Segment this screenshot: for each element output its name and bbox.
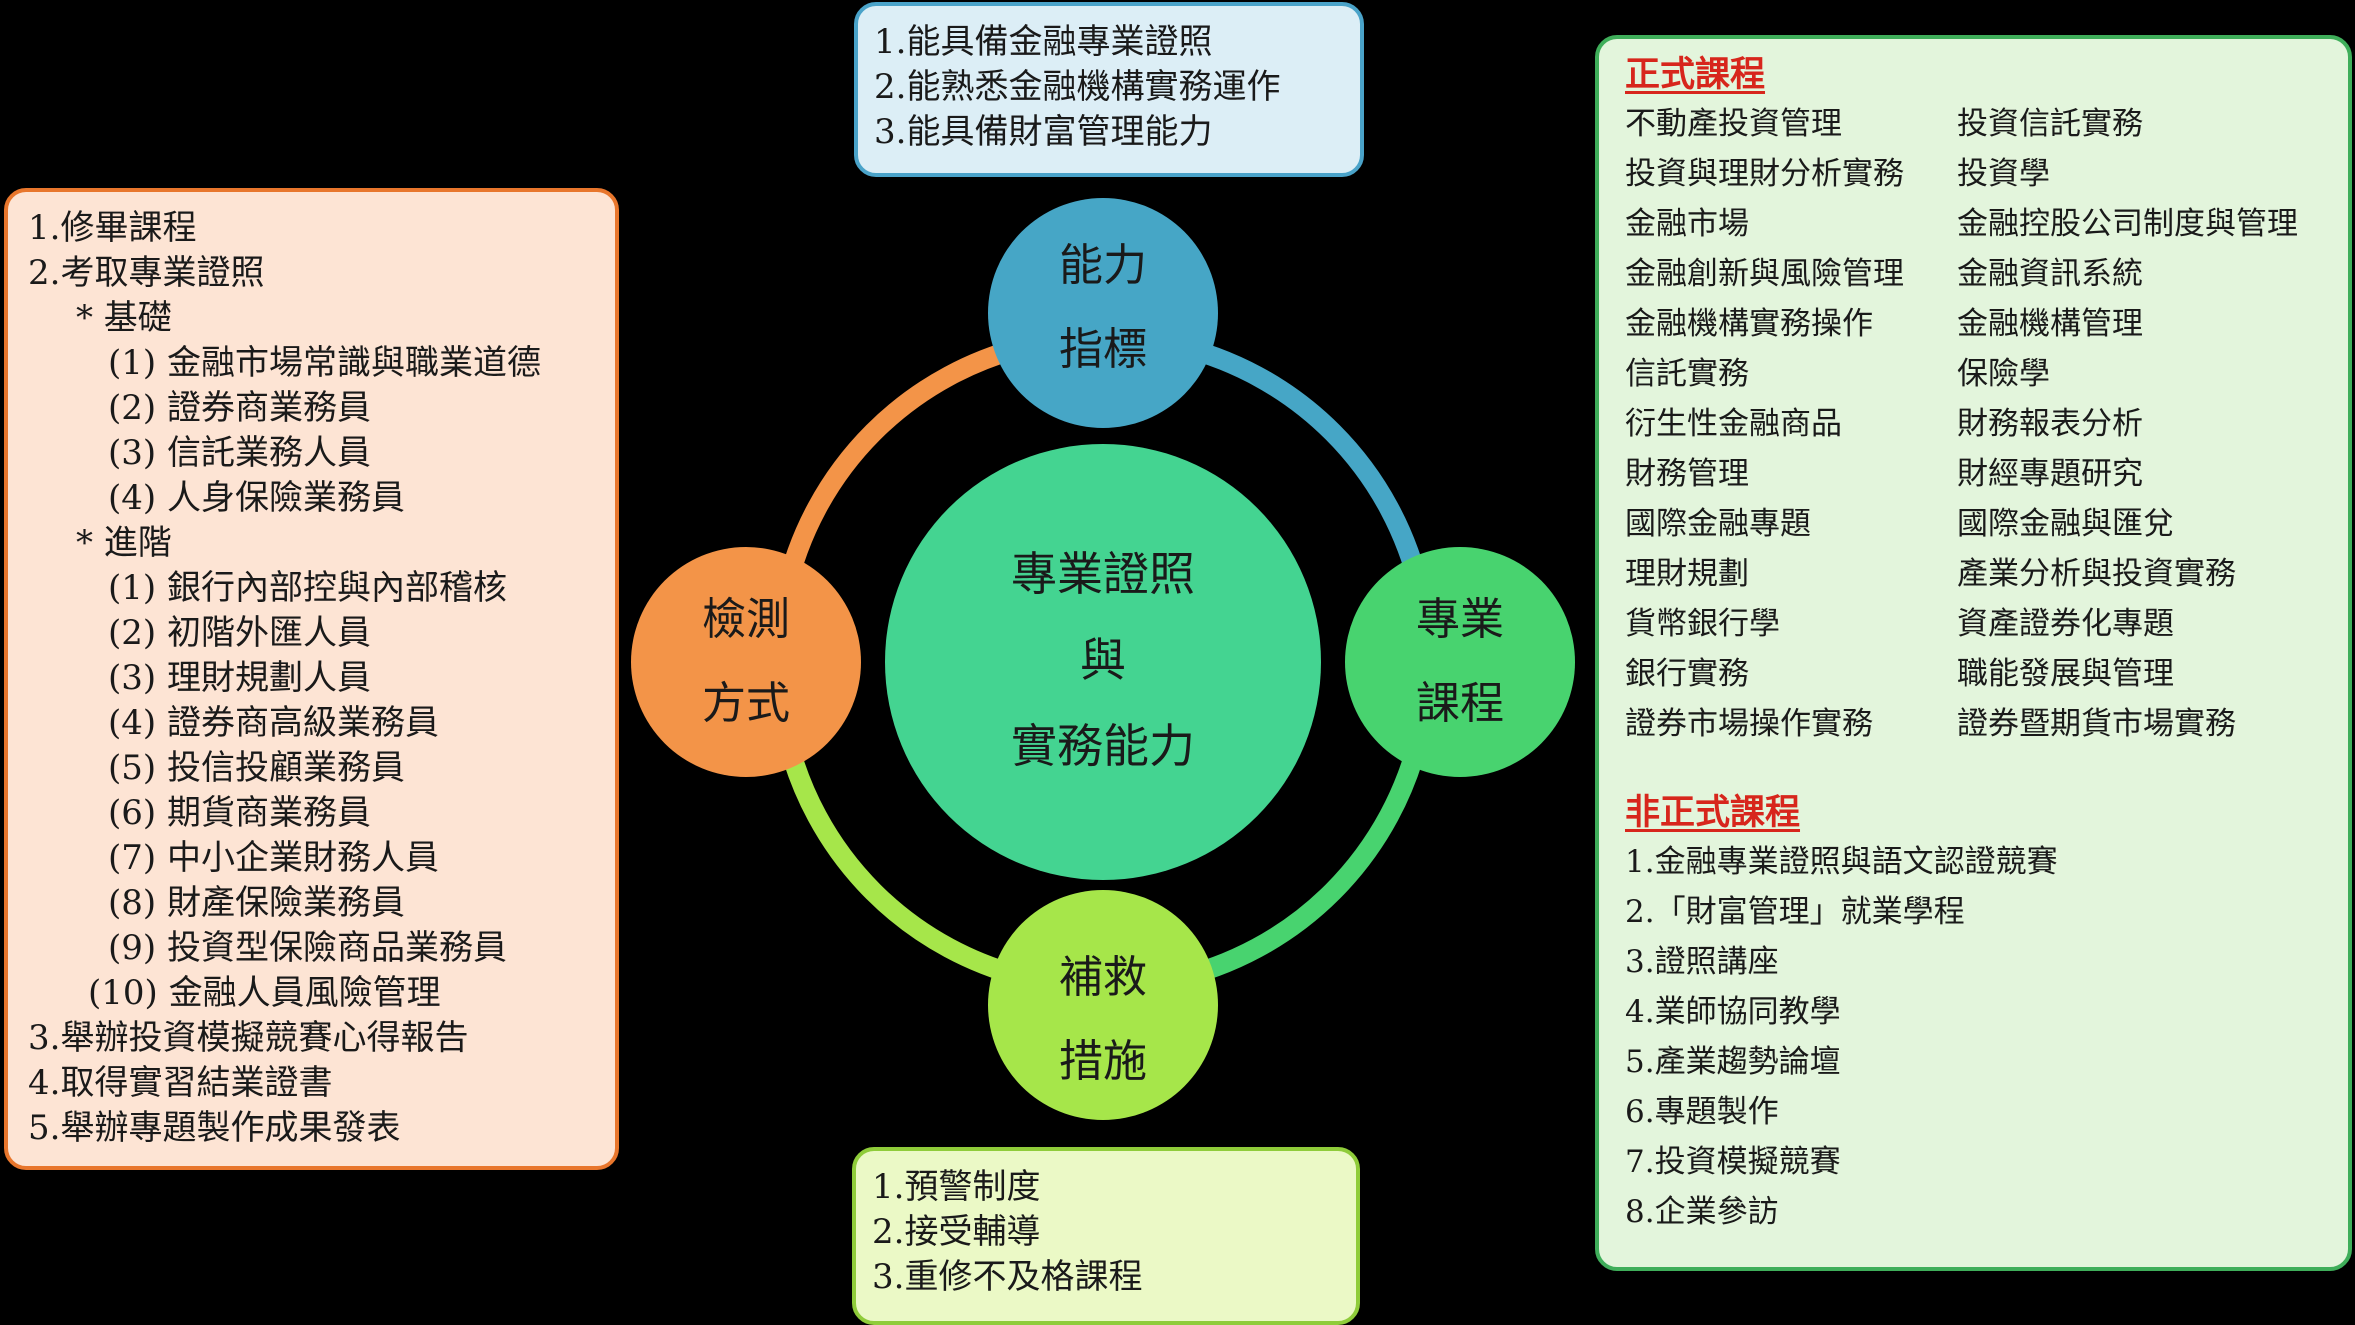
formal-course: 產業分析與投資實務 [1957, 556, 2236, 592]
assessment-line: (7) 中小企業財務人員 [108, 838, 439, 878]
formal-course: 理財規劃 [1625, 556, 1749, 592]
formal-course: 證券市場操作實務 [1625, 706, 1873, 742]
assessment-subheading: * 基礎 [76, 298, 172, 338]
node-assessment [631, 547, 861, 777]
assessment-subheading: * 進階 [76, 523, 172, 563]
informal-course: 8.企業參訪 [1625, 1194, 1779, 1230]
informal-courses-title: 非正式課程 [1625, 792, 1801, 833]
informal-courses-list: 1.金融專業證照與語文認證競賽 2.「財富管理」就業學程 3.證照講座 4.業師… [1625, 837, 2348, 1237]
assessment-line: (5) 投信投顧業務員 [108, 748, 405, 788]
formal-course: 資產證券化專題 [1957, 606, 2174, 642]
formal-courses-grid: 不動產投資管理 投資信託實務 投資與理財分析實務 投資學 金融市場 金融控股公司… [1625, 99, 2348, 749]
assessment-line: (2) 證券商業務員 [108, 388, 371, 428]
informal-course: 5.產業趨勢論壇 [1625, 1044, 1841, 1080]
formal-course: 國際金融與匯兌 [1957, 506, 2174, 542]
assessment-line: (3) 理財規劃人員 [108, 658, 371, 698]
center-label-3: 實務能力 [1011, 719, 1195, 773]
formal-course: 財經專題研究 [1957, 456, 2143, 492]
informal-course: 4.業師協同教學 [1625, 994, 1841, 1030]
formal-course: 保險學 [1957, 356, 2050, 392]
remedy-item: 2.接受輔導 [872, 1212, 1041, 1252]
arc-remedy-assessment [775, 729, 1036, 990]
node-remedy [988, 890, 1218, 1120]
ability-item: 3.能具備財富管理能力 [874, 112, 1213, 152]
assessment-line: (8) 財產保險業務員 [108, 883, 405, 923]
formal-course: 金融機構實務操作 [1625, 306, 1873, 342]
assessment-line: 1.修畢課程 [28, 208, 197, 248]
formal-course: 國際金融專題 [1625, 506, 1811, 542]
assessment-methods-box: 1.修畢課程 2.考取專業證照 * 基礎 (1) 金融市場常識與職業道德 (2)… [4, 188, 619, 1170]
node-ability-label-2: 指標 [1059, 324, 1147, 375]
informal-course: 6.專題製作 [1625, 1094, 1779, 1130]
assessment-line: (10) 金融人員風險管理 [88, 973, 441, 1013]
formal-course: 貨幣銀行學 [1625, 606, 1780, 642]
formal-course: 金融資訊系統 [1957, 256, 2143, 292]
formal-course: 信託實務 [1625, 356, 1749, 392]
node-remedy-label-1: 補救 [1059, 952, 1147, 1003]
ability-item: 2.能熟悉金融機構實務運作 [874, 67, 1281, 107]
informal-course: 3.證照講座 [1625, 944, 1779, 980]
node-courses [1345, 547, 1575, 777]
informal-course: 2.「財富管理」就業學程 [1625, 894, 1965, 930]
node-assessment-label-1: 檢測 [702, 594, 790, 645]
node-remedy-label-2: 措施 [1059, 1036, 1147, 1087]
remedy-item: 1.預警制度 [872, 1167, 1041, 1207]
arc-assessment-ability [775, 334, 1036, 595]
formal-course: 金融控股公司制度與管理 [1957, 206, 2298, 242]
formal-course: 財務管理 [1625, 456, 1749, 492]
formal-course: 投資信託實務 [1957, 106, 2143, 142]
assessment-line: (1) 銀行內部控與內部稽核 [108, 568, 507, 608]
formal-course: 金融市場 [1625, 206, 1749, 242]
formal-course: 銀行實務 [1625, 656, 1749, 692]
assessment-line: (1) 金融市場常識與職業道德 [108, 343, 541, 383]
formal-course: 投資學 [1957, 156, 2050, 192]
assessment-line: (2) 初階外匯人員 [108, 613, 371, 653]
assessment-line: (4) 證券商高級業務員 [108, 703, 439, 743]
assessment-line: (4) 人身保險業務員 [108, 478, 405, 518]
assessment-line: 5.舉辦專題製作成果發表 [28, 1108, 401, 1148]
ability-item: 1.能具備金融專業證照 [874, 22, 1213, 62]
node-courses-label-1: 專業 [1416, 594, 1504, 645]
center-label-2: 與 [1080, 633, 1126, 687]
formal-course: 證券暨期貨市場實務 [1957, 706, 2236, 742]
formal-course: 衍生性金融商品 [1625, 406, 1842, 442]
assessment-line: (9) 投資型保險商品業務員 [108, 928, 507, 968]
ability-indicators-box: 1.能具備金融專業證照 2.能熟悉金融機構實務運作 3.能具備財富管理能力 [854, 2, 1364, 177]
assessment-line: 4.取得實習結業證書 [28, 1063, 333, 1103]
formal-course: 職能發展與管理 [1957, 656, 2174, 692]
informal-course: 1.金融專業證照與語文認證競賽 [1625, 844, 2058, 880]
formal-course: 財務報表分析 [1957, 406, 2143, 442]
formal-courses-title: 正式課程 [1625, 54, 1766, 95]
professional-courses-box: 正式課程 不動產投資管理 投資信託實務 投資與理財分析實務 投資學 金融市場 金… [1595, 35, 2352, 1271]
node-assessment-label-2: 方式 [702, 678, 790, 729]
node-ability-label-1: 能力 [1059, 240, 1147, 291]
node-courses-label-2: 課程 [1416, 678, 1504, 729]
assessment-line: (6) 期貨商業務員 [108, 793, 371, 833]
assessment-line: (3) 信託業務人員 [108, 433, 371, 473]
informal-course: 7.投資模擬競賽 [1625, 1144, 1841, 1180]
formal-course: 金融創新與風險管理 [1625, 256, 1904, 292]
formal-course: 不動產投資管理 [1625, 106, 1842, 142]
arc-courses-remedy [1170, 729, 1431, 990]
assessment-line: 3.舉辦投資模擬競賽心得報告 [28, 1018, 469, 1058]
center-circle [885, 444, 1321, 880]
center-label-1: 專業證照 [1011, 547, 1195, 601]
assessment-line: 2.考取專業證照 [28, 253, 265, 293]
formal-course: 投資與理財分析實務 [1625, 156, 1904, 192]
arc-ability-courses [1170, 334, 1431, 595]
remedial-measures-box: 1.預警制度 2.接受輔導 3.重修不及格課程 [852, 1147, 1360, 1325]
node-ability [988, 198, 1218, 428]
remedy-item: 3.重修不及格課程 [872, 1257, 1143, 1297]
formal-course: 金融機構管理 [1957, 306, 2143, 342]
